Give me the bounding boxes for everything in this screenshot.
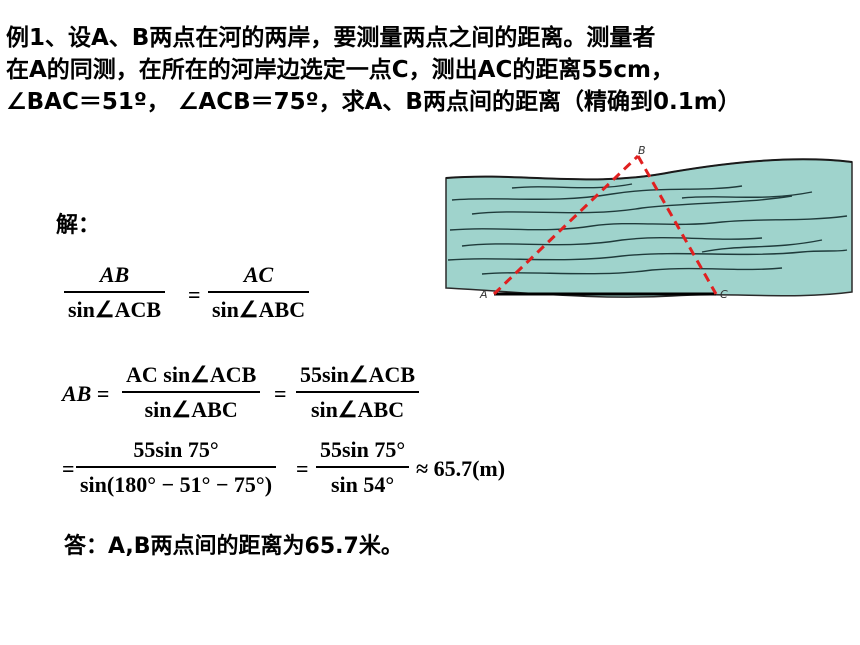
problem-line-1: 例1、设A、B两点在河的两岸，要测量两点之间的距离。测量者	[6, 25, 656, 51]
eq1-lhs-numerator: AB	[99, 262, 130, 287]
solution-label: 解：	[56, 213, 101, 238]
eq2-equals: =	[274, 381, 287, 406]
eq1-lhs-denominator: sin∠ACB	[68, 297, 162, 322]
problem-line-3: ∠BAC＝51º， ∠ACB＝75º，求A、B两点间的距离（精确到0.1m）	[6, 89, 741, 115]
eq3-numerator-2: 55sin 75°	[320, 437, 406, 462]
river-current-lines	[447, 183, 848, 275]
label-point-a: A	[479, 288, 488, 301]
eq3-fraction-2: 55sin 75° sin 54°	[316, 437, 410, 498]
side-ab	[492, 154, 640, 296]
river-water	[445, 158, 853, 298]
label-point-b: B	[638, 144, 646, 157]
eq2-lead: AB =	[62, 381, 110, 406]
river-diagram: A B C	[445, 144, 853, 301]
eq3-numerator-1: 55sin 75°	[133, 437, 219, 462]
eq2-denominator-2: sin∠ABC	[311, 397, 405, 422]
eq2-fraction-2: 55sin∠ACB sin∠ABC	[296, 362, 420, 423]
eq3-denominator-1: sin(180° − 51° − 75°)	[80, 472, 273, 497]
problem-statement: 例1、设A、B两点在河的两岸，要测量两点之间的距离。测量者 在A的同测，在所在的…	[6, 22, 858, 118]
side-bc	[636, 155, 718, 295]
eq1-equals: =	[188, 282, 201, 307]
eq2-fraction-1: AC sin∠ACB sin∠ABC	[122, 362, 261, 423]
eq2-numerator-1: AC sin∠ACB	[126, 362, 257, 387]
eq2-numerator-2: 55sin∠ACB	[300, 362, 416, 387]
eq3-equals-lead: =	[62, 456, 75, 481]
label-point-c: C	[720, 288, 728, 301]
eq2-denominator-1: sin∠ABC	[144, 397, 238, 422]
eq3-fraction-1: 55sin 75° sin(180° − 51° − 75°)	[76, 437, 277, 498]
eq1-rhs-denominator: sin∠ABC	[212, 297, 306, 322]
eq1-lhs-fraction: AB sin∠ACB	[64, 262, 166, 323]
river-top-bank	[445, 158, 853, 181]
problem-line-2: 在A的同测，在所在的河岸边选定一点C，测出AC的距离55cm，	[6, 57, 674, 83]
eq1-rhs-numerator: AC	[243, 262, 274, 287]
eq3-denominator-2: sin 54°	[331, 472, 395, 497]
answer-statement: 答：A,B两点间的距离为65.7米。	[64, 534, 403, 559]
eq3-result: ≈ 65.7(m)	[416, 456, 506, 481]
eq1-rhs-fraction: AC sin∠ABC	[208, 262, 310, 323]
eq3-equals: =	[296, 456, 309, 481]
